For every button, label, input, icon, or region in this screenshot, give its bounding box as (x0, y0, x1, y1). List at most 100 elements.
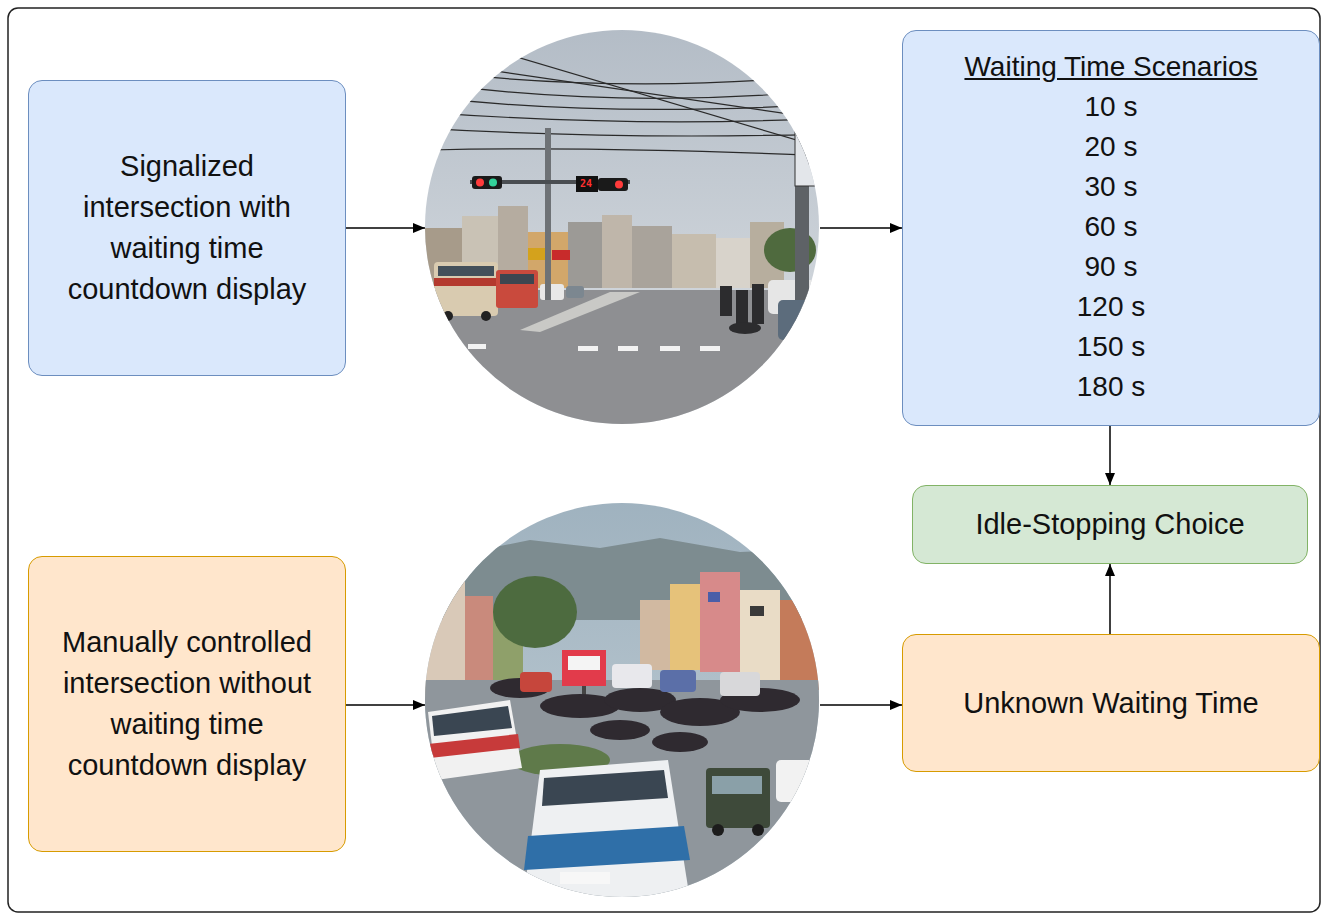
signal-photo-part (566, 286, 584, 298)
manual-photo-part (750, 606, 764, 616)
manual-photo-part (432, 706, 512, 736)
signal-photo-part (632, 226, 672, 288)
signal-photo-part (420, 70, 830, 84)
signal-photo-part (578, 346, 598, 351)
signal-photo-part (752, 284, 764, 324)
manual-photo-part (428, 700, 522, 780)
manual-photo-part (700, 572, 740, 672)
condition-box: Unknown Waiting Time (902, 634, 1320, 772)
manual-photo-part (780, 600, 830, 690)
manual-photo-part (560, 872, 610, 884)
manual-photo-part (522, 760, 690, 910)
list-item: 180 s (1077, 367, 1146, 407)
list-item: 20 s (1085, 127, 1138, 167)
manual-photo-part (776, 760, 826, 802)
signal-photo-part (500, 274, 534, 284)
manual-photo-part (542, 770, 668, 806)
manual-photo-part (425, 572, 830, 698)
signal-photo-part (420, 60, 830, 120)
signal-photo-part (568, 222, 602, 288)
signal-photo-part (795, 130, 821, 186)
manual-photo-part (740, 590, 780, 680)
manual-photo-part (612, 664, 652, 688)
manual-photo-part (428, 734, 520, 758)
list-item: 60 s (1085, 207, 1138, 247)
manual-photo-part (712, 776, 762, 794)
signal-photo-part (430, 149, 830, 156)
manual-photo-part (660, 670, 696, 692)
manual-photo-part (752, 824, 764, 836)
signal-photo-part (729, 322, 761, 334)
manual-photo-part (652, 732, 708, 752)
signal-photo-part (434, 278, 498, 286)
signal-photo-part (468, 344, 720, 351)
manual-photo-part (520, 672, 552, 692)
signal-photo-part (434, 262, 498, 316)
signal-photo-part (540, 284, 564, 300)
signal-photo-part (438, 266, 494, 276)
signal-photo-part (660, 346, 680, 351)
list-item: 10 s (1085, 87, 1138, 127)
list-item: 120 s (1077, 287, 1146, 327)
manual-photo-part (520, 664, 760, 696)
flow-arrow (346, 228, 902, 705)
list-item: 90 s (1085, 247, 1138, 287)
manual-photo-part (706, 768, 770, 828)
manual-photo-part (524, 826, 690, 870)
signal-photo-part (672, 234, 716, 288)
manual-photo (420, 498, 830, 910)
signal-photo-part (420, 25, 830, 435)
signal-photo-part (602, 215, 632, 288)
manual-photo-part (640, 600, 670, 670)
flow-arrow-part (820, 704, 902, 706)
signal-photo-part (576, 176, 598, 192)
manual-photo-part (712, 824, 724, 836)
signal-photo-part (434, 262, 584, 321)
manual-photo-part (562, 650, 606, 686)
manual-photo-part (428, 700, 522, 780)
signal-photo-part (496, 270, 538, 308)
signal-photo-part (460, 40, 830, 150)
signal-photo-part (420, 112, 830, 122)
signal-photo-part (736, 290, 748, 326)
scenario-box: Signalized intersection with waiting tim… (28, 80, 346, 376)
signal-photo-part (615, 181, 623, 189)
manual-photo-part (522, 760, 690, 910)
list-item: 30 s (1085, 167, 1138, 207)
signal-photo (420, 25, 830, 435)
list-item: 150 s (1077, 327, 1146, 367)
signal-photo-part (481, 311, 491, 321)
scenario-list-box: Waiting Time Scenarios10 s20 s30 s60 s90… (902, 30, 1320, 426)
manual-photo-part (568, 656, 600, 670)
box-label: Idle-Stopping Choice (975, 504, 1244, 545)
signal-photo-part (489, 179, 497, 187)
box-label: Signalized intersection with waiting tim… (43, 146, 331, 310)
signal-photo-part (420, 40, 830, 156)
signal-photo-part (598, 178, 628, 191)
outcome-box: Idle-Stopping Choice (912, 485, 1308, 564)
flow-arrow (1109, 564, 1111, 634)
box-label: Manually controlled intersection without… (43, 622, 331, 786)
manual-photo-part (720, 672, 760, 696)
manual-photo-part (760, 840, 800, 900)
manual-photo-part (493, 576, 577, 648)
signal-photo-part (420, 96, 830, 109)
signal-photo-part (476, 179, 484, 187)
flow-arrow-part (346, 227, 425, 229)
signal-photo-part (795, 100, 809, 300)
manual-photo-part (708, 592, 720, 602)
manual-photo-part (590, 720, 650, 740)
signal-photo-part (618, 346, 638, 351)
manual-photo-part (420, 680, 830, 910)
manual-photo-part (670, 584, 700, 670)
signal-photo-part (720, 286, 732, 316)
signal-photo-part (425, 206, 816, 288)
signal-photo-part (443, 311, 453, 321)
scenario-box: Manually controlled intersection without… (28, 556, 346, 852)
list-heading: Waiting Time Scenarios (964, 47, 1257, 87)
flow-arrow-part (346, 704, 425, 706)
outer-frame (8, 8, 1320, 912)
manual-photo-part (706, 760, 826, 900)
signal-photo-part (778, 300, 824, 340)
